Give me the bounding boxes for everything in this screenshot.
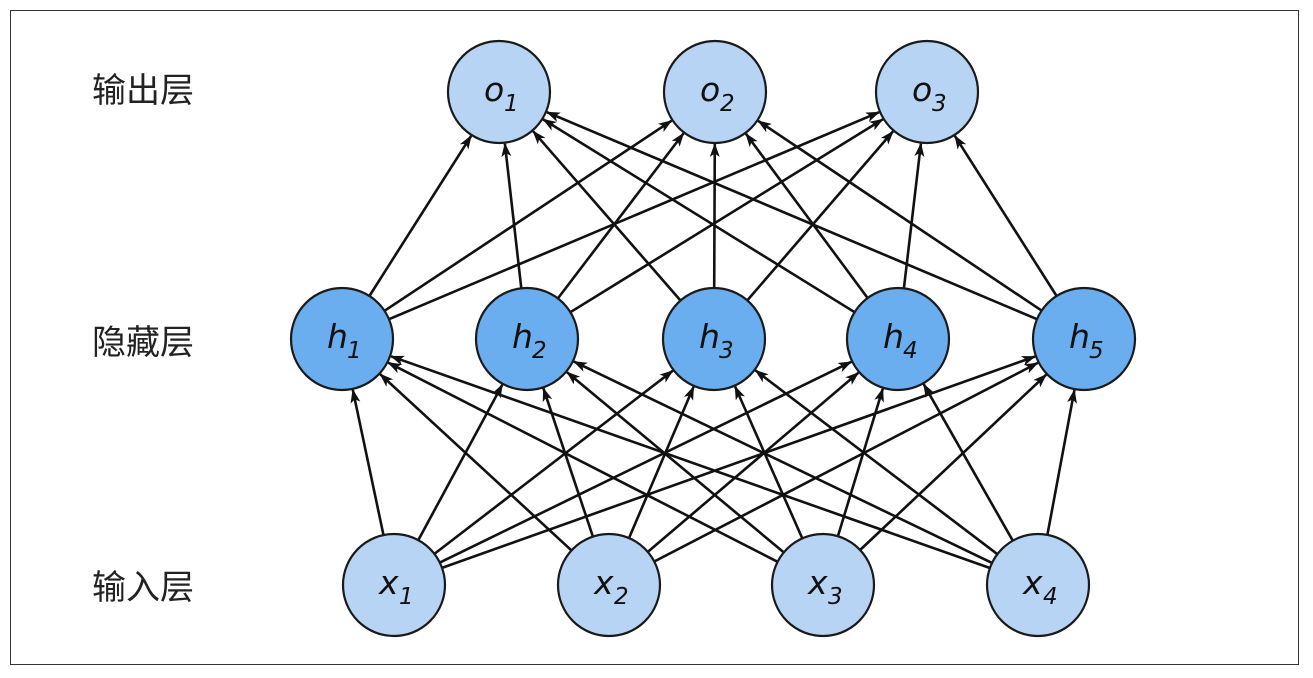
edge-hidden1-to-output2 (383, 119, 673, 312)
node-subscript: 1 (504, 91, 519, 117)
edge-input3-to-hidden5 (859, 373, 1048, 551)
edge-input1-to-hidden2 (417, 383, 504, 541)
node-subscript: 2 (614, 584, 629, 610)
node-label: h (883, 317, 904, 356)
node-circle (556, 532, 662, 638)
node-circle (985, 532, 1091, 638)
edge-hidden2-to-output2 (556, 132, 685, 300)
edge-input2-to-hidden3 (627, 385, 695, 539)
node-circle (1031, 286, 1137, 392)
node-subscript: 1 (347, 338, 362, 364)
edge-input1-to-hidden5 (441, 355, 1036, 570)
node-subscript: 1 (399, 584, 414, 610)
output-layer-label: 输出层 (92, 71, 194, 111)
edge-input4-to-hidden4 (922, 383, 1014, 542)
node-label: x (807, 563, 828, 602)
node-circle (341, 532, 447, 638)
edge-hidden3-to-output1 (532, 130, 682, 302)
edge-hidden1-to-output1 (368, 135, 473, 297)
edge-input4-to-hidden3 (754, 369, 999, 556)
edge-hidden4-to-output2 (744, 132, 869, 299)
node-subscript: 2 (720, 91, 735, 117)
node-subscript: 2 (532, 338, 547, 364)
node-circle (662, 39, 768, 145)
edge-hidden2-to-output1 (501, 142, 523, 289)
node-subscript: 3 (828, 584, 843, 610)
node-subscript: 5 (1089, 338, 1104, 364)
node-circle (845, 286, 951, 392)
node-label: h (699, 317, 720, 356)
edge-hidden5-to-output3 (953, 135, 1058, 297)
node-circle (474, 286, 580, 392)
edge-input1-to-hidden1 (350, 388, 385, 536)
node-subscript: 3 (932, 91, 947, 117)
input-layer-label: 输入层 (92, 568, 194, 608)
node-label: x (378, 563, 399, 602)
node-label: o (912, 70, 932, 109)
node-label: h (512, 317, 533, 356)
edge-input1-to-hidden3 (433, 369, 674, 555)
edge-input4-to-hidden1 (390, 355, 991, 570)
node-circle (874, 39, 980, 145)
edge-input3-to-hidden1 (387, 361, 779, 563)
node-circle (446, 39, 552, 145)
edge-input2-to-hidden4 (646, 371, 860, 553)
hidden-layer-label: 隐藏层 (92, 323, 194, 363)
node-label: o (700, 70, 720, 109)
node-subscript: 4 (1043, 584, 1058, 610)
edge-input1-to-hidden4 (439, 360, 853, 564)
node-circle (289, 286, 395, 392)
node-label: h (327, 317, 348, 356)
edge-group (350, 111, 1077, 570)
node-label: x (593, 563, 614, 602)
edge-hidden3-to-output2 (709, 143, 720, 289)
edge-input4-to-hidden2 (572, 360, 993, 565)
node-label: h (1069, 317, 1090, 356)
node-subscript: 3 (719, 338, 734, 364)
edge-hidden5-to-output1 (545, 111, 1038, 321)
node-circle (770, 532, 876, 638)
edge-input3-to-hidden4 (836, 387, 885, 537)
edge-input2-to-hidden5 (653, 361, 1039, 563)
edge-input3-to-hidden3 (733, 385, 804, 539)
node-label: x (1022, 563, 1043, 602)
edge-input4-to-hidden5 (1046, 389, 1077, 536)
edge-hidden5-to-output2 (757, 119, 1043, 312)
edge-input3-to-hidden2 (566, 371, 785, 554)
edge-input2-to-hidden1 (379, 373, 573, 552)
edge-hidden3-to-output3 (746, 130, 894, 302)
node-subscript: 4 (903, 338, 918, 364)
edge-hidden2-to-output3 (569, 118, 884, 314)
edge-hidden4-to-output1 (542, 118, 856, 314)
node-circle (661, 286, 767, 392)
node-label: o (484, 70, 504, 109)
